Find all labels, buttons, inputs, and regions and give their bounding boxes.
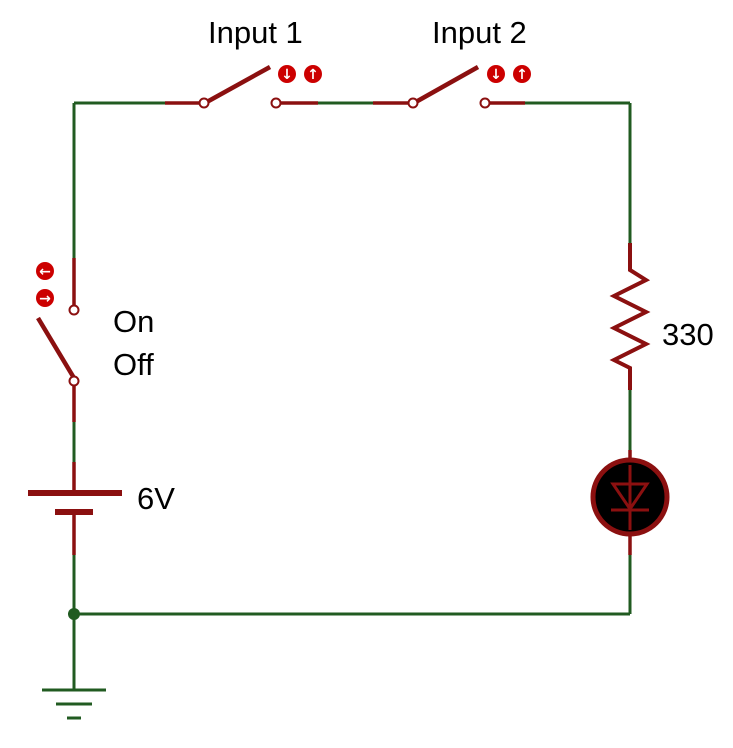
- onoff-left-button[interactable]: ←: [36, 262, 54, 280]
- wires: [72, 101, 632, 690]
- resistor-icon: [609, 243, 651, 390]
- switch-onoff-pivot: [68, 375, 80, 387]
- input1-label: Input 1: [208, 15, 303, 50]
- input2-up-button[interactable]: ↑: [513, 65, 531, 83]
- off-label: Off: [113, 347, 154, 382]
- onoff-right-button[interactable]: →: [36, 289, 54, 307]
- switch-input2-pivot: [407, 97, 419, 109]
- switch-onoff-contact: [68, 304, 80, 316]
- svg-text:↓: ↓: [490, 67, 502, 83]
- svg-text:←: ←: [39, 264, 51, 280]
- resistance-label: 330: [662, 317, 714, 352]
- switch-input1-pivot: [198, 97, 210, 109]
- input2-label: Input 2: [432, 15, 527, 50]
- input1-down-button[interactable]: ↓: [278, 65, 296, 83]
- on-label: On: [113, 304, 154, 339]
- svg-text:↓: ↓: [281, 67, 293, 83]
- ground-icon: [42, 688, 106, 720]
- battery-icon: [28, 462, 122, 555]
- switch-input1-icon: [165, 65, 318, 105]
- junction-dot: [68, 608, 80, 620]
- svg-text:↑: ↑: [307, 67, 319, 83]
- switch-input2-icon: [373, 65, 525, 105]
- svg-text:→: →: [39, 291, 51, 307]
- switch-input1-contact: [270, 97, 282, 109]
- voltage-label: 6V: [137, 481, 175, 516]
- svg-text:↑: ↑: [516, 67, 528, 83]
- led-icon: [590, 450, 670, 555]
- input2-down-button[interactable]: ↓: [487, 65, 505, 83]
- switch-input2-contact: [479, 97, 491, 109]
- input1-up-button[interactable]: ↑: [304, 65, 322, 83]
- switch-onoff-icon: [36, 258, 76, 422]
